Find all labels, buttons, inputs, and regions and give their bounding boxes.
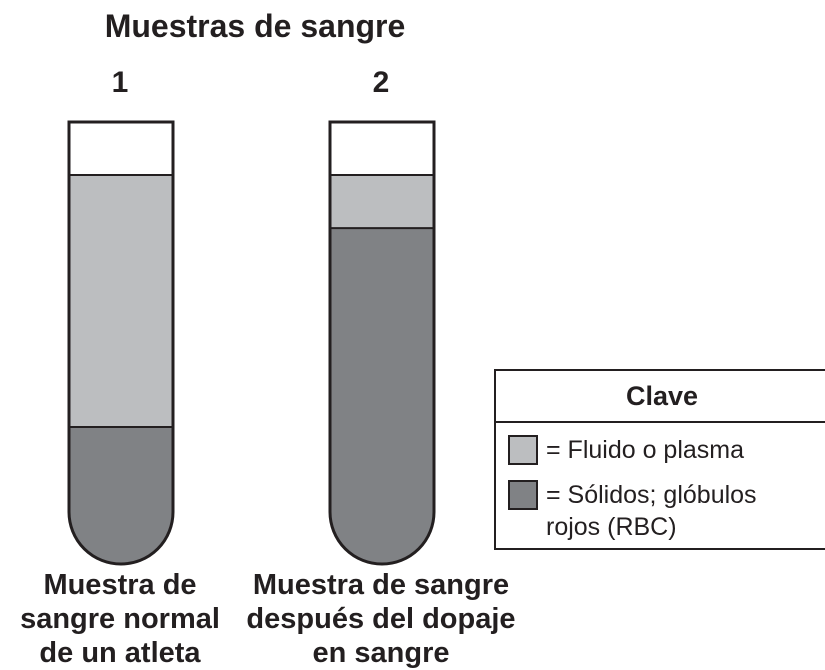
legend-item-solids: = Sólidos; glóbulos rojos (RBC) <box>508 479 757 543</box>
tube-1-caption-line: de un atleta <box>39 637 201 669</box>
solids-swatch <box>508 480 538 510</box>
tube-1-solids-layer <box>69 426 173 564</box>
tube-2-caption-line: después del dopaje <box>246 603 516 635</box>
tube-2-caption-line: en sangre <box>312 637 450 669</box>
legend-label-solids: = Sólidos; glóbulos rojos (RBC) <box>546 481 757 541</box>
tube-2-solids-layer <box>330 228 434 564</box>
tube-2-number: 2 <box>372 66 390 99</box>
tube-2-outline <box>328 120 436 566</box>
legend-item-plasma: = Fluido o plasma <box>508 434 744 466</box>
test-tube-2 <box>328 120 436 566</box>
tube-2-plasma-layer <box>330 175 434 229</box>
legend-label-plasma: = Fluido o plasma <box>546 436 745 464</box>
tube-1-number: 1 <box>111 66 129 99</box>
tube-2-empty-region <box>330 122 434 176</box>
legend-key: Clave = Fluido o plasma = Sólidos; glóbu… <box>494 369 825 550</box>
test-tube-1 <box>67 120 175 566</box>
tube-1-outline <box>67 120 175 566</box>
tube-1-caption: Muestra de sangre normal de un atleta <box>5 568 235 670</box>
tube-2-caption: Muestra de sangre después del dopaje en … <box>236 568 526 670</box>
legend-title: Clave <box>496 371 825 423</box>
diagram-title: Muestras de sangre <box>104 8 406 44</box>
plasma-swatch <box>508 435 538 465</box>
tube-1-caption-line: sangre normal <box>20 603 220 635</box>
tube-1-empty-region <box>69 122 173 176</box>
tube-2-caption-line: Muestra de sangre <box>252 569 510 601</box>
tube-1-plasma-layer <box>69 175 173 427</box>
tube-1-caption-line: Muestra de <box>43 569 197 601</box>
